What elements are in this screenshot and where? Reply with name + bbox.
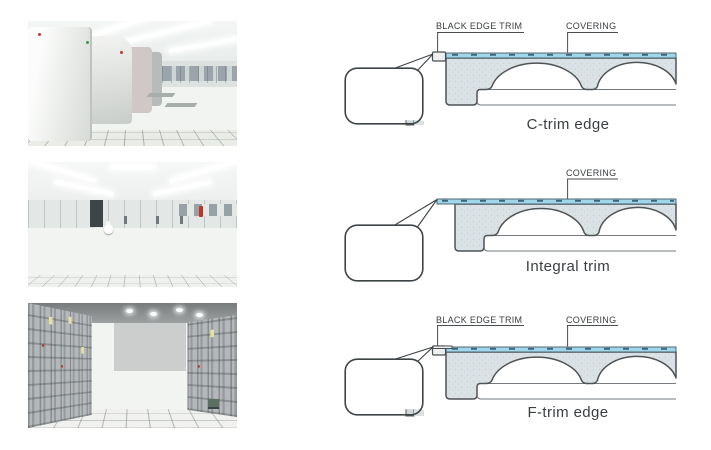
floor-mat: [146, 93, 176, 97]
wall-post: [156, 216, 159, 224]
indicator-light: [120, 51, 123, 54]
doorway: [90, 200, 103, 227]
callout-border: [344, 224, 424, 282]
callout-bg: [345, 68, 423, 124]
indicator-light: [61, 365, 64, 368]
steel-pan: [357, 120, 415, 126]
integral-trim-drawing: [344, 178, 677, 282]
distant-equipment: [162, 66, 232, 83]
note-tag: [81, 346, 85, 354]
ceiling-light: [150, 312, 157, 316]
worker-figure: [104, 221, 113, 234]
floor-equipment: [208, 399, 219, 409]
note-tag: [210, 329, 215, 338]
photo-cleanroom-smt-line: [28, 21, 237, 146]
diagram-f-trim-edge: BLACK EDGE TRIM COVERING F-trim edge: [336, 308, 711, 443]
ceiling-light: [126, 309, 133, 313]
wall-windows: [179, 204, 237, 216]
leader-line: [437, 325, 618, 347]
panel-bottom-line: [476, 100, 676, 106]
panel-body: [454, 203, 677, 252]
indicator-light: [197, 365, 200, 368]
leader-line: [567, 178, 618, 199]
c-trim-piece: [431, 51, 447, 62]
callout-bg: [345, 225, 423, 281]
panel-bottom-line: [483, 246, 676, 252]
wall-post: [180, 216, 183, 224]
machine: [28, 27, 92, 141]
callout-connector: [393, 346, 434, 364]
covering-layer: [445, 346, 677, 353]
indicator-light: [86, 41, 89, 44]
ceiling-light: [196, 313, 203, 317]
f-trim-lip: [432, 345, 453, 349]
photo-switchgear-room: [28, 303, 237, 428]
callout-content: [357, 120, 424, 126]
ceiling-light: [176, 308, 183, 312]
c-trim-drawing: [344, 32, 677, 126]
panel-bottom-line: [476, 394, 676, 400]
diagram-c-trim-edge: BLACK EDGE TRIM COVERING C-trim edge: [336, 15, 711, 150]
photo-empty-cleanroom: [28, 162, 237, 287]
steel-pan: [357, 409, 415, 417]
fire-extinguisher: [199, 206, 203, 217]
panel-cross-section: [431, 51, 677, 106]
indicator-light: [41, 344, 45, 348]
label-covering: COVERING: [566, 21, 617, 31]
diagram-caption: C-trim edge: [526, 116, 610, 133]
ceiling-light: [110, 165, 156, 169]
callout-bg: [345, 359, 423, 415]
callout-border: [344, 358, 424, 416]
f-trim-drawing: [344, 325, 677, 417]
raised-floor: [28, 275, 237, 287]
diagram-caption: F-trim edge: [527, 404, 609, 421]
panel-core: [414, 120, 424, 125]
panel-body: [445, 57, 677, 106]
f-trim-detail-callout: [344, 358, 424, 417]
panel-cross-section: [431, 345, 677, 400]
wall-post: [124, 216, 127, 224]
label-black-edge-trim: BLACK EDGE TRIM: [436, 315, 523, 325]
back-wall: [114, 321, 186, 371]
indicator-light: [38, 33, 41, 36]
cabinet-row-left: [28, 303, 92, 428]
integral-trim-detail-callout: [344, 224, 424, 282]
covering-layer: [445, 52, 677, 59]
floor-mat: [164, 103, 198, 107]
label-black-edge-trim: BLACK EDGE TRIM: [436, 21, 523, 31]
diagram-integral-trim: COVERING Integral trim: [336, 160, 711, 290]
panel-cross-section: [436, 198, 677, 252]
panel-body: [445, 351, 677, 400]
callout-connector: [393, 199, 438, 230]
c-trim-detail-callout: [344, 67, 424, 126]
label-covering: COVERING: [566, 168, 617, 178]
callout-border: [344, 67, 424, 125]
wall-windows: [148, 66, 237, 81]
callout-connector: [393, 53, 434, 73]
label-covering: COVERING: [566, 315, 617, 325]
diagram-caption: Integral trim: [525, 258, 611, 275]
note-tag: [49, 316, 53, 325]
note-tag: [68, 316, 72, 324]
leader-line: [437, 32, 618, 53]
